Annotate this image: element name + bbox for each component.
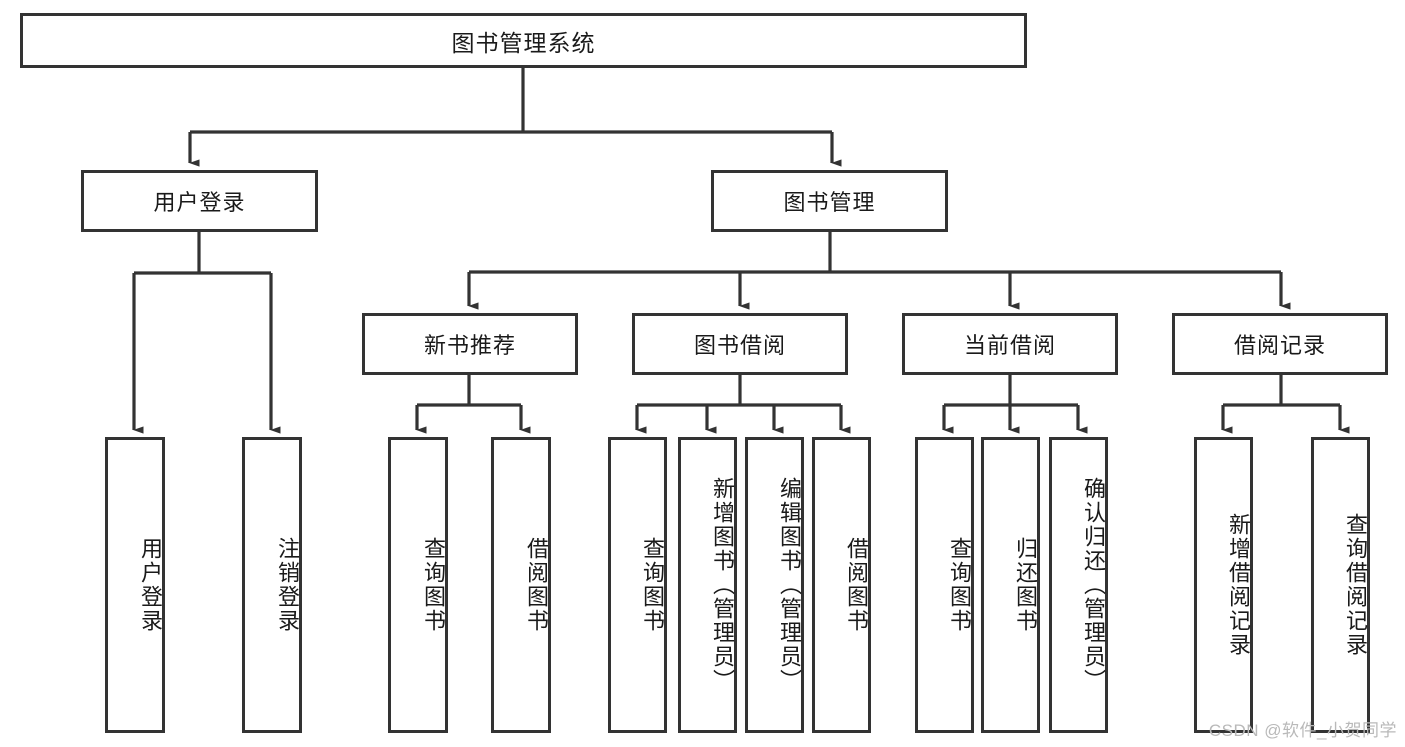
node-leaf-add-borrow-record-label: 新增借阅记录 [1226, 513, 1251, 657]
node-leaf-query-book-2[interactable]: 查询图书 [608, 437, 667, 733]
node-leaf-edit-book-admin-label: 编辑图书（管理员） [777, 477, 802, 693]
node-leaf-query-book-3-label: 查询图书 [947, 537, 972, 633]
node-new-book-recommend[interactable]: 新书推荐 [362, 313, 578, 375]
node-leaf-add-book-admin-label: 新增图书（管理员） [710, 477, 735, 693]
node-current-borrow-label: 当前借阅 [963, 333, 1056, 358]
node-leaf-query-book-3[interactable]: 查询图书 [915, 437, 974, 733]
node-leaf-add-borrow-record[interactable]: 新增借阅记录 [1194, 437, 1253, 733]
node-root-label: 图书管理系统 [451, 29, 596, 56]
node-leaf-return-book-label: 归还图书 [1013, 537, 1038, 633]
node-leaf-query-book-1-label: 查询图书 [421, 537, 446, 633]
node-leaf-borrow-book-1[interactable]: 借阅图书 [491, 437, 551, 733]
node-leaf-logout-login-label: 注销登录 [275, 537, 300, 633]
node-book-manage[interactable]: 图书管理 [711, 170, 948, 232]
node-leaf-borrow-book-2[interactable]: 借阅图书 [812, 437, 871, 733]
node-leaf-query-borrow-record-label: 查询借阅记录 [1343, 513, 1368, 657]
node-book-borrow[interactable]: 图书借阅 [632, 313, 848, 375]
node-leaf-query-book-2-label: 查询图书 [640, 537, 665, 633]
node-root[interactable]: 图书管理系统 [20, 13, 1027, 68]
node-leaf-confirm-return-admin-label: 确认归还（管理员） [1081, 477, 1106, 693]
node-leaf-edit-book-admin[interactable]: 编辑图书（管理员） [745, 437, 804, 733]
node-leaf-query-borrow-record[interactable]: 查询借阅记录 [1311, 437, 1370, 733]
node-leaf-confirm-return-admin[interactable]: 确认归还（管理员） [1049, 437, 1108, 733]
node-user-login[interactable]: 用户登录 [81, 170, 318, 232]
node-leaf-borrow-book-1-label: 借阅图书 [524, 537, 549, 633]
node-new-book-recommend-label: 新书推荐 [423, 333, 516, 358]
node-borrow-record-label: 借阅记录 [1233, 333, 1326, 358]
node-current-borrow[interactable]: 当前借阅 [902, 313, 1118, 375]
node-leaf-borrow-book-2-label: 借阅图书 [844, 537, 869, 633]
node-leaf-query-book-1[interactable]: 查询图书 [388, 437, 448, 733]
node-leaf-user-login-label: 用户登录 [138, 537, 163, 633]
node-user-login-label: 用户登录 [153, 190, 246, 215]
node-borrow-record[interactable]: 借阅记录 [1172, 313, 1388, 375]
node-leaf-return-book[interactable]: 归还图书 [981, 437, 1040, 733]
node-leaf-user-login[interactable]: 用户登录 [105, 437, 165, 733]
watermark: CSDN @软件_小贺同学 [1208, 721, 1397, 740]
node-leaf-logout-login[interactable]: 注销登录 [242, 437, 302, 733]
node-book-manage-label: 图书管理 [783, 190, 876, 215]
node-book-borrow-label: 图书借阅 [693, 333, 786, 358]
node-leaf-add-book-admin[interactable]: 新增图书（管理员） [678, 437, 737, 733]
